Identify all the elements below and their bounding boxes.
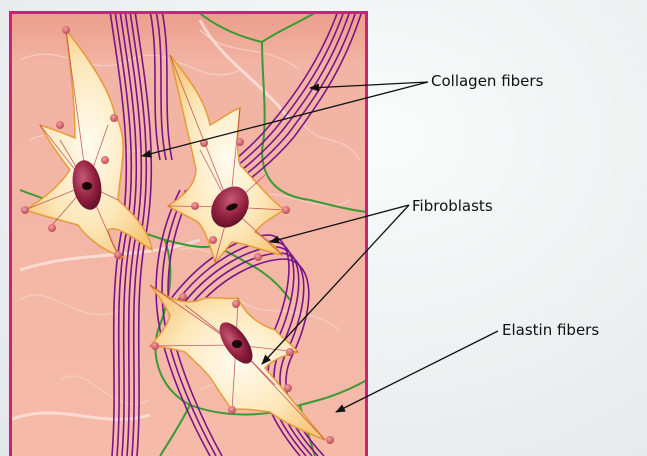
fibroblasts-label: Fibroblasts (412, 197, 493, 215)
elastin-fibers-label: Elastin fibers (502, 321, 599, 339)
collagen-fibers-label: Collagen fibers (431, 72, 543, 90)
